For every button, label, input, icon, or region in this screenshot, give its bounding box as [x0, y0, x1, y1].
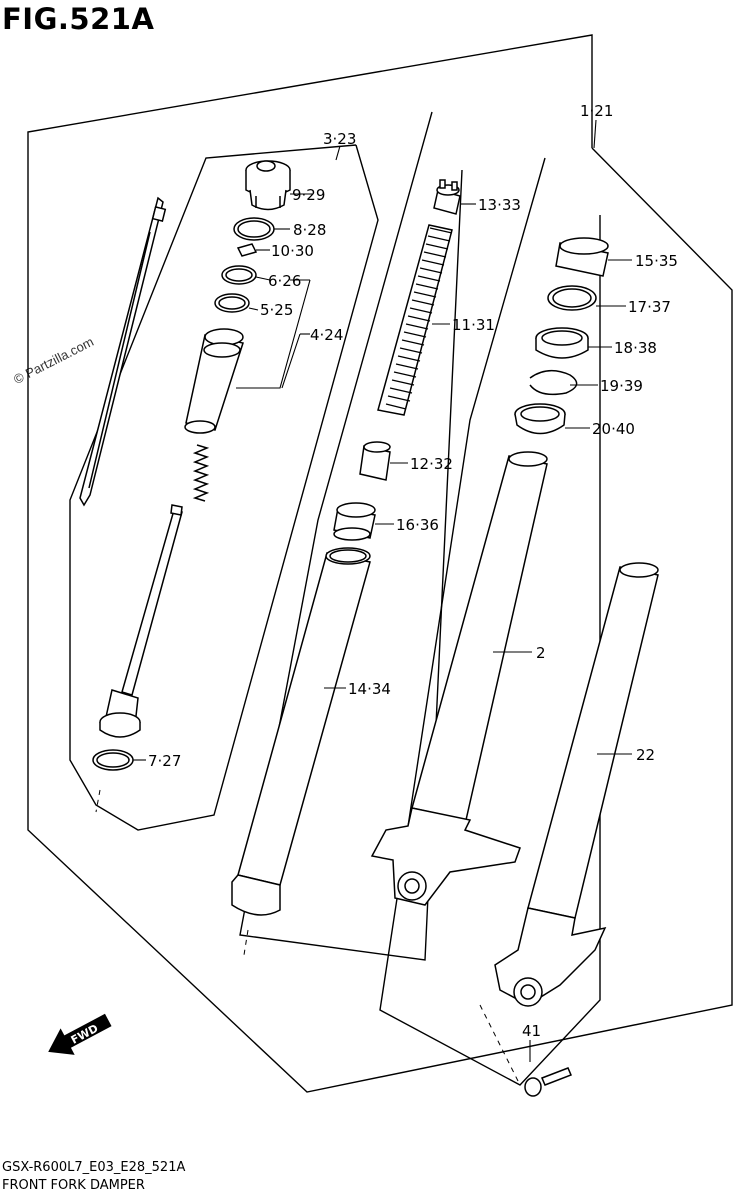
callout-3-23: 3·23: [323, 130, 356, 148]
outer-tube-right: [494, 562, 659, 1007]
fwd-arrow: FWD: [48, 1013, 112, 1055]
outer-tube-left: [370, 451, 548, 906]
callout-15-35: 15·35: [635, 252, 678, 270]
dust-seal: [514, 403, 566, 435]
piston-assembly: [99, 689, 141, 738]
diagram-caption: FRONT FORK DAMPER: [2, 1178, 145, 1193]
callout-14-34: 14·34: [348, 680, 391, 698]
slide-bushing: [333, 502, 376, 541]
callout-22: 22: [636, 746, 655, 764]
callout-20-40: 20·40: [592, 420, 635, 438]
outer-tube-boundary: [379, 157, 601, 1086]
callout-6-26: 6·26: [268, 272, 301, 290]
inner-tube: [231, 547, 371, 916]
fork-spring-coils: [385, 227, 453, 410]
callout-2: 2: [536, 644, 546, 662]
fork-cap-bolt: [245, 160, 291, 211]
callout-41: 41: [522, 1022, 541, 1040]
cartridge-boundary: [69, 144, 379, 831]
lock-nut: [236, 243, 258, 257]
guide-bushing: [555, 237, 609, 277]
model-code: GSX-R600L7_E03_E28_521A: [2, 1160, 186, 1175]
callout-5-25: 5·25: [260, 301, 293, 319]
callout-8-28: 8·28: [293, 221, 326, 239]
figure-title: FIG.521A: [2, 2, 155, 36]
callout-4-24: 4·24: [310, 326, 343, 344]
callout-7-27: 7·27: [148, 752, 181, 770]
callout-18-38: 18·38: [614, 339, 657, 357]
spring-group-boundary: [239, 111, 463, 961]
callout-19-39: 19·39: [600, 377, 643, 395]
damper-rod: [79, 196, 167, 507]
oil-seal: [535, 327, 589, 359]
spring-spacer: [359, 441, 391, 481]
rebound-spring: [192, 444, 210, 502]
callout-11-31: 11·31: [452, 316, 495, 334]
callout-16-36: 16·36: [396, 516, 439, 534]
callout-10-30: 10·30: [271, 242, 314, 260]
callout-12-32: 12·32: [410, 455, 453, 473]
axle-clamp-bolt: [524, 1067, 572, 1097]
callout-9-29: 9·29: [292, 186, 325, 204]
spring-adjuster: [433, 179, 461, 215]
leader-lines: [133, 119, 632, 1062]
stopper-ring: [529, 369, 578, 396]
outer-boundary: [27, 34, 733, 1093]
assembly-dashes: [95, 789, 521, 1086]
callout-1-21: 1·21: [580, 102, 613, 120]
fork-spring: [377, 224, 453, 416]
damper-cylinder: [184, 328, 244, 434]
piston-rod: [121, 504, 183, 696]
callout-13-33: 13·33: [478, 196, 521, 214]
callout-17-37: 17·37: [628, 298, 671, 316]
